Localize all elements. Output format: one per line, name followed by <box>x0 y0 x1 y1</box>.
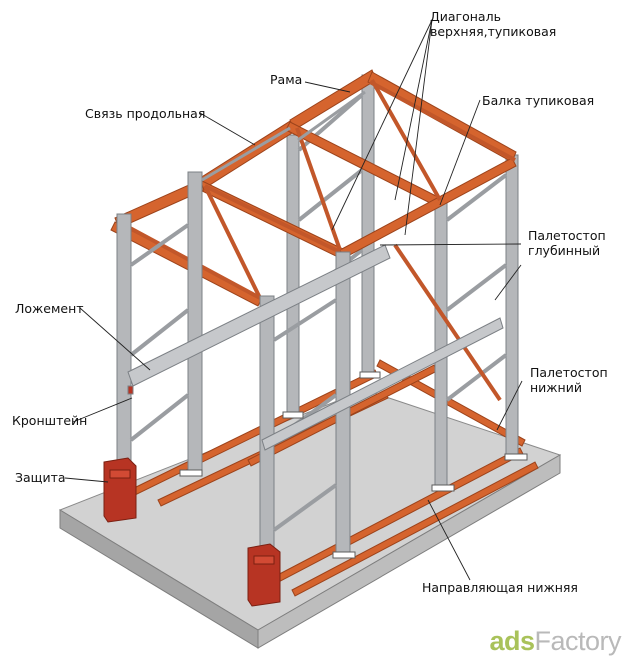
label-pallet-stop-bottom-line1: Палетостоп <box>530 365 608 380</box>
label-support-rail: Ложемент <box>15 301 84 316</box>
label-pallet-stop-depth: Палетостоп глубинный <box>528 228 606 258</box>
label-frame: Рама <box>270 72 303 87</box>
label-beam-end: Балка тупиковая <box>482 93 595 108</box>
watermark-logo: adsFactory <box>489 626 621 657</box>
bottom-guide-rails <box>129 359 539 597</box>
protection-blocks <box>103 457 281 607</box>
label-diagonal-top-line2: верхняя,тупиковая <box>430 24 557 39</box>
watermark-brand-b: Factory <box>534 626 621 656</box>
watermark-brand-a: ads <box>489 626 535 656</box>
longitudinal-tie-lines <box>201 90 366 182</box>
base-plates <box>179 371 528 559</box>
label-longitudinal-tie: Связь продольная <box>85 106 206 121</box>
frame-front-left <box>116 171 203 485</box>
depth-diagonal <box>393 243 502 402</box>
label-diagonal-top-line1: Диагональ <box>430 9 501 24</box>
label-pallet-stop-depth-line2: глубинный <box>528 243 601 258</box>
label-pallet-stop-bottom: Палетостоп нижний <box>530 365 608 395</box>
support-rails <box>127 244 504 451</box>
label-pallet-stop-bottom-line2: нижний <box>530 380 582 395</box>
leader-lines <box>64 19 523 581</box>
label-pallet-stop-depth-line1: Палетостоп <box>528 228 606 243</box>
frame-back-right <box>434 154 519 486</box>
label-diagonal-top: Диагональ верхняя,тупиковая <box>430 9 556 39</box>
label-bottom-guide: Направляющая нижняя <box>422 580 578 595</box>
label-protection: Защита <box>15 470 66 485</box>
label-bracket: Кронштейн <box>12 413 88 428</box>
